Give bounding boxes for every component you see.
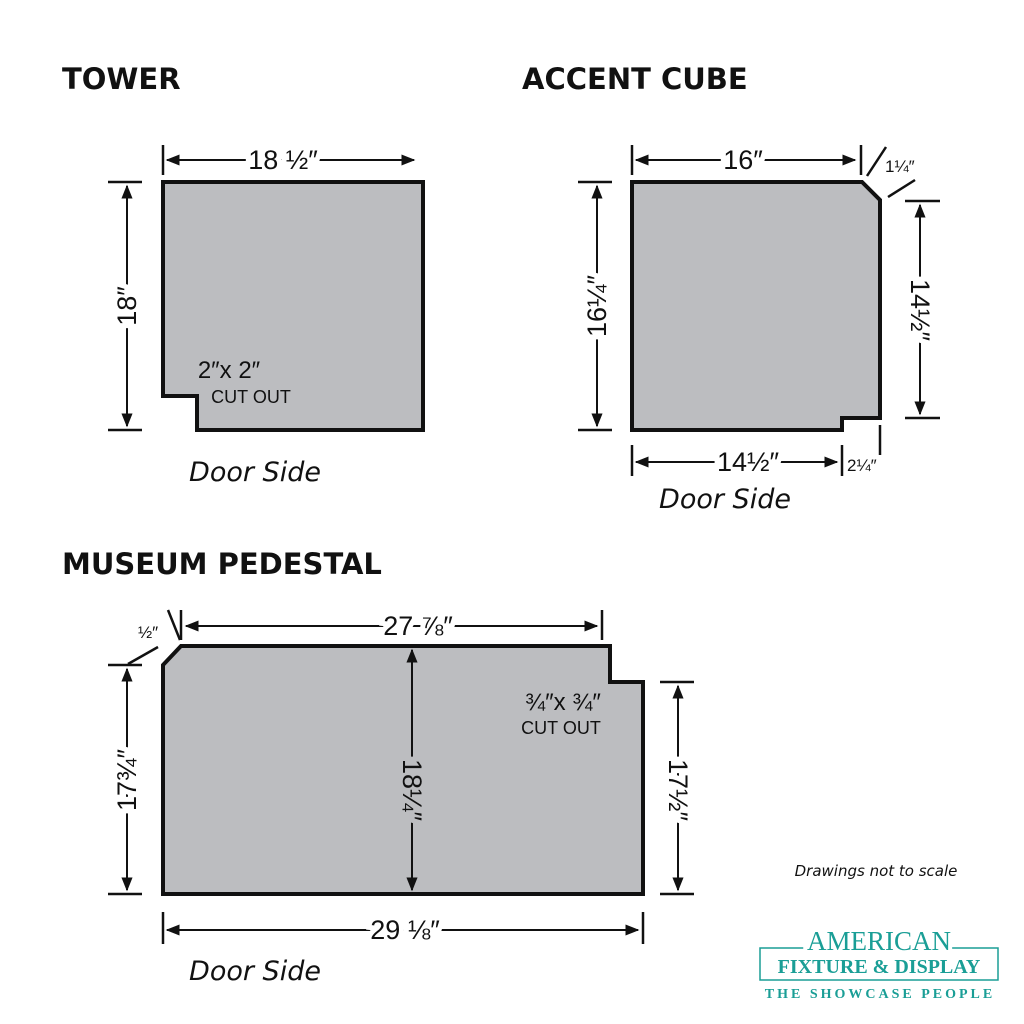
accent-notch-label: 2¼″ xyxy=(847,456,877,475)
museum-right-height-dimension: 17½″ xyxy=(658,680,698,896)
museum-bottom-dimension: 29 ⅛″ xyxy=(161,910,645,950)
accent-left-height-dimension: 16¼″ xyxy=(577,180,617,432)
accent-left-height-label: 16¼″ xyxy=(582,275,612,338)
logo-line-1: AMERICAN xyxy=(807,926,951,956)
accent-right-height-dimension: 14½″ xyxy=(900,199,940,420)
tower-shape xyxy=(161,180,425,432)
museum-right-height-label: 17½″ xyxy=(663,759,693,822)
company-logo: AMERICAN FIXTURE & DISPLAY THE SHOWCASE … xyxy=(759,922,999,1002)
accent-chamfer-label: 1¼″ xyxy=(885,157,915,176)
museum-left-height-label: 17¾″ xyxy=(112,749,142,812)
tower-width-label: 18 ½″ xyxy=(248,145,318,175)
accent-chamfer-dimension: 1¼″ xyxy=(865,146,916,199)
museum-cutout-size: ¾″x ¾″ xyxy=(525,689,601,716)
accent-cube-shape xyxy=(630,180,882,432)
logo-line-2: FIXTURE & DISPLAY xyxy=(778,956,981,978)
museum-left-height-dimension: 17¾″ xyxy=(107,663,147,896)
tower-cutout-label: CUT OUT xyxy=(211,387,291,407)
scale-note: Drawings not to scale xyxy=(795,862,958,880)
accent-width-label: 16″ xyxy=(723,145,763,175)
museum-center-height-dimension: 18¼″ xyxy=(392,648,432,892)
tower-width-dimension: 18 ½″ xyxy=(161,140,416,180)
tower-height-label: 18″ xyxy=(112,286,142,326)
museum-top-label: 27 ⅞″ xyxy=(383,611,453,641)
accent-door-side: Door Side xyxy=(659,484,791,515)
museum-center-height-label: 18¼″ xyxy=(397,759,427,822)
museum-chamfer-dimension: ½″ xyxy=(127,609,182,666)
museum-pedestal-shape xyxy=(161,644,645,896)
accent-width-dimension: 16″ xyxy=(630,140,863,180)
accent-bottom-dimension: 14½″ 2¼″ xyxy=(630,425,882,482)
museum-bottom-label: 29 ⅛″ xyxy=(370,915,440,945)
tower-height-dimension: 18″ xyxy=(107,180,147,432)
accent-right-height-label: 14½″ xyxy=(905,279,935,342)
logo-tagline: THE SHOWCASE PEOPLE xyxy=(765,987,995,1002)
accent-bottom-label: 14½″ xyxy=(717,447,780,477)
tower-cutout-size: 2″x 2″ xyxy=(198,357,261,384)
tower-title: TOWER xyxy=(62,62,181,96)
accent-cube-title: ACCENT CUBE xyxy=(522,62,748,96)
museum-cutout-label: CUT OUT xyxy=(521,718,601,738)
museum-door-side: Door Side xyxy=(189,956,321,987)
museum-chamfer-label: ½″ xyxy=(138,623,158,642)
tower-door-side: Door Side xyxy=(189,457,321,488)
museum-top-dimension: 27 ⅞″ xyxy=(179,606,604,646)
museum-pedestal-title: MUSEUM PEDESTAL xyxy=(62,547,382,581)
